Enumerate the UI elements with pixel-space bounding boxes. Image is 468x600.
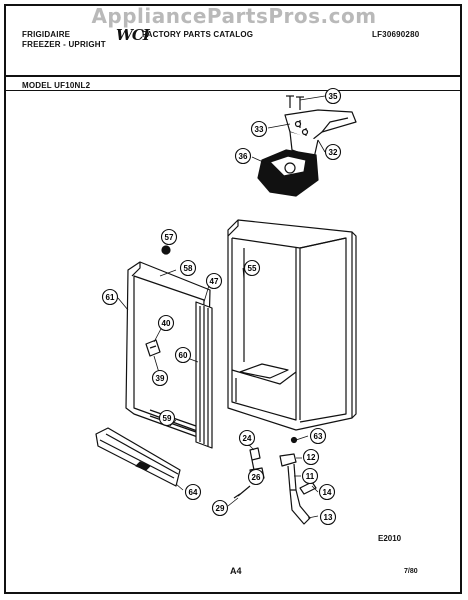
callout-47: 47 xyxy=(205,272,223,290)
top-hinge-bracket xyxy=(284,109,357,159)
callout-14: 14 xyxy=(318,483,336,501)
callout-35: 35 xyxy=(324,87,342,105)
door-latch-bracket xyxy=(145,339,161,357)
callout-11: 11 xyxy=(301,467,319,485)
callout-number: 35 xyxy=(329,92,338,101)
callout-circle xyxy=(243,259,261,277)
callout-number: 12 xyxy=(307,453,316,462)
callout-circle xyxy=(101,288,119,306)
callout-circle xyxy=(158,409,176,427)
callout-number: 24 xyxy=(243,434,252,443)
callout-60: 60 xyxy=(174,346,192,364)
callout-number: 55 xyxy=(248,264,257,273)
callout-58: 58 xyxy=(179,259,197,277)
callout-number: 14 xyxy=(323,488,332,497)
callout-circle xyxy=(250,120,268,138)
callout-13: 13 xyxy=(319,508,337,526)
door-gasket xyxy=(195,301,213,449)
callout-39: 39 xyxy=(151,369,169,387)
callout-number: 58 xyxy=(184,264,193,273)
callout-59: 59 xyxy=(158,409,176,427)
callout-26: 26 xyxy=(247,468,265,486)
callout-number: 32 xyxy=(329,148,338,157)
model-rule xyxy=(6,90,460,91)
callout-61: 61 xyxy=(101,288,119,306)
callout-number: 39 xyxy=(156,374,165,383)
kickplate-panel xyxy=(95,427,181,487)
page-number: A4 xyxy=(230,566,242,576)
callout-circle xyxy=(324,87,342,105)
callout-circle xyxy=(151,369,169,387)
callout-29: 29 xyxy=(211,499,229,517)
callout-number: 61 xyxy=(106,293,115,302)
callout-circle xyxy=(309,427,327,445)
callout-number: 40 xyxy=(162,319,171,328)
callout-57: 57 xyxy=(160,228,178,246)
callout-circle xyxy=(238,429,256,447)
header-rule xyxy=(6,75,460,77)
document-id: LF30690280 xyxy=(372,30,420,39)
callout-number: 57 xyxy=(165,233,174,242)
callout-circle xyxy=(301,467,319,485)
callout-circle xyxy=(179,259,197,277)
callout-number: 29 xyxy=(216,504,225,513)
callout-circle xyxy=(211,499,229,517)
callout-group: 35 33 32 36 57 58 55 61 47 40 60 39 59 24 63 12 26 11 29 64… xyxy=(101,87,342,526)
figure-code: E2010 xyxy=(378,534,402,543)
watermark: AppliancePartsPros.com xyxy=(91,4,377,28)
callout-number: 63 xyxy=(314,432,323,441)
callout-12: 12 xyxy=(302,448,320,466)
callout-circle xyxy=(157,314,175,332)
page-frame xyxy=(4,4,462,594)
callout-number: 64 xyxy=(189,488,198,497)
callout-33: 33 xyxy=(250,120,268,138)
callout-number: 33 xyxy=(255,125,264,134)
model-label: MODEL UF10NL2 xyxy=(22,81,91,90)
brand-label: FRIGIDAIRE FREEZER - UPRIGHT xyxy=(22,30,106,50)
callout-circle xyxy=(247,468,265,486)
callout-circle xyxy=(234,147,252,165)
brand-line-2: FREEZER - UPRIGHT xyxy=(22,40,106,49)
callout-circle xyxy=(160,228,178,246)
callout-number: 59 xyxy=(163,414,172,423)
callout-circle xyxy=(205,272,223,290)
callout-40: 40 xyxy=(157,314,175,332)
callout-number: 13 xyxy=(324,513,333,522)
plug-button xyxy=(161,245,171,255)
thermostat-control-housing xyxy=(257,149,319,197)
drain-tube-parts xyxy=(279,436,317,525)
callout-circle xyxy=(184,483,202,501)
callout-64: 64 xyxy=(184,483,202,501)
callout-circle xyxy=(174,346,192,364)
callout-circle xyxy=(318,483,336,501)
catalog-title: FACTORY PARTS CATALOG xyxy=(142,30,254,39)
callout-32: 32 xyxy=(324,143,342,161)
callout-63: 63 xyxy=(309,427,327,445)
callout-number: 26 xyxy=(252,473,261,482)
callout-number: 11 xyxy=(306,472,315,481)
callout-circle xyxy=(319,508,337,526)
freezer-cabinet xyxy=(227,219,357,431)
callout-circle xyxy=(324,143,342,161)
callout-55: 55 xyxy=(243,259,261,277)
revision-date: 7/80 xyxy=(404,568,418,575)
wci-logo: WCI xyxy=(116,26,150,44)
callout-circle xyxy=(302,448,320,466)
callout-number: 60 xyxy=(179,351,188,360)
callout-36: 36 xyxy=(234,147,252,165)
callout-24: 24 xyxy=(238,429,256,447)
callout-number: 36 xyxy=(239,152,248,161)
brand-line-1: FRIGIDAIRE xyxy=(22,30,71,39)
callout-number: 47 xyxy=(210,277,219,286)
hinge-screws xyxy=(286,95,304,110)
